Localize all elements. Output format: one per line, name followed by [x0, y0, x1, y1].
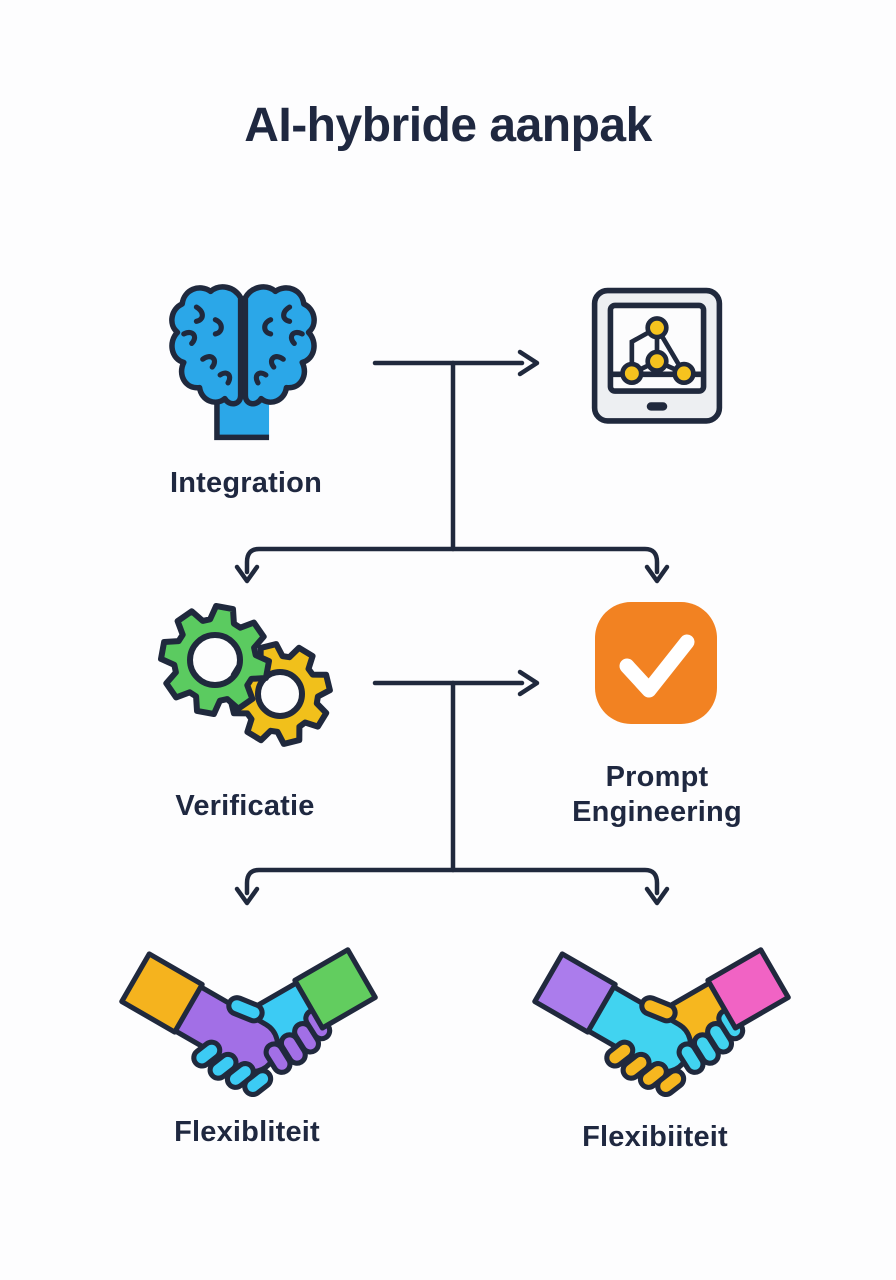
fingers-back	[191, 1039, 274, 1098]
thumb	[639, 995, 678, 1024]
tablet-network-icon	[591, 287, 723, 424]
arrowhead-down-icon	[234, 564, 260, 584]
arrowhead-right-icon	[517, 669, 540, 697]
label-verificatie: Verificatie	[175, 790, 315, 822]
sleeve-right	[705, 947, 791, 1031]
label-flexibliteit: Flexibliteit	[174, 1116, 320, 1148]
arrowhead-down-icon	[644, 564, 670, 584]
check-badge	[595, 602, 717, 724]
brain-hemisphere	[169, 284, 244, 407]
arrowhead-down-icon	[234, 886, 260, 906]
gears-icon	[158, 603, 333, 747]
network-edges	[629, 325, 687, 376]
network-nodes	[620, 316, 696, 386]
brain-icon	[169, 277, 318, 441]
label-integration: Integration	[169, 467, 323, 499]
arrow-branch-top	[244, 546, 660, 575]
sleeve-left	[119, 951, 205, 1035]
handshake-icon	[532, 947, 791, 1098]
check-mark	[619, 634, 695, 698]
home-button	[646, 402, 668, 411]
thumb	[226, 995, 265, 1024]
page-title: AI-hybride aanpak	[244, 99, 652, 152]
arrow-branch-middle	[244, 867, 660, 896]
sleeve-left	[532, 951, 618, 1035]
handshake-icon	[119, 947, 378, 1098]
brain-hemisphere-right	[245, 287, 314, 404]
fingers-front	[263, 1007, 333, 1075]
checkmark-icon	[595, 602, 717, 724]
brain-folds	[181, 304, 233, 386]
label-flexibiiteit: Flexibiiteit	[582, 1121, 728, 1153]
label-prompt-engineering: Prompt Engineering	[572, 761, 742, 829]
arrowhead-down-icon	[644, 886, 670, 906]
sleeve-right	[292, 947, 378, 1031]
arrowhead-right-icon	[517, 349, 540, 377]
fingers-back	[604, 1039, 687, 1098]
gear-green	[158, 603, 272, 717]
